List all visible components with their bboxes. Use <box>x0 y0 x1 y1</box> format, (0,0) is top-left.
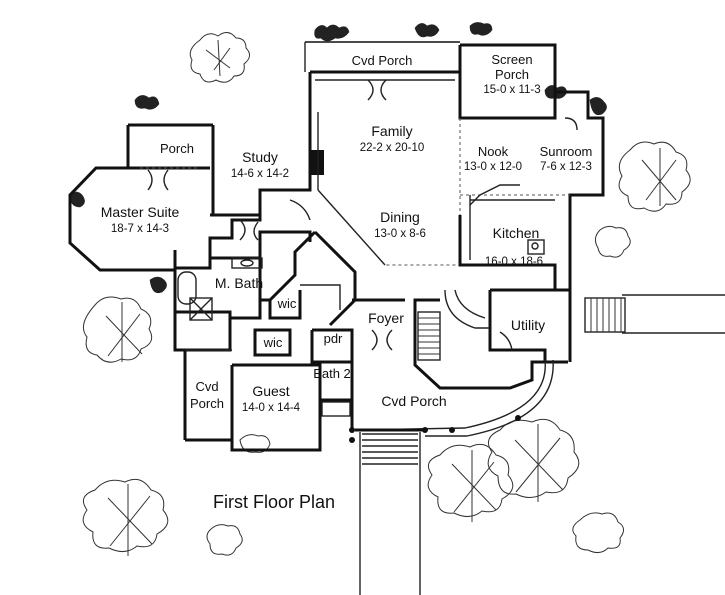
room-name: Nook <box>478 144 509 159</box>
room-name: Study <box>242 149 278 165</box>
room-name: Utility <box>511 317 545 333</box>
shower <box>189 297 213 321</box>
room-size: 15-0 x 11-3 <box>483 84 540 96</box>
room-size: 7-6 x 12-3 <box>540 161 592 173</box>
room-name: pdr <box>324 331 343 346</box>
room-name: Cvd <box>195 379 218 394</box>
tree-left-mid <box>69 95 167 294</box>
room-utility: Utility <box>511 317 545 333</box>
tree-bottom-left <box>82 478 243 556</box>
room-guest: Guest 14-0 x 14-4 <box>242 383 301 414</box>
room-name: Screen <box>491 52 532 67</box>
room-labels: Cvd Porch Screen Porch 15-0 x 11-3 Famil… <box>101 52 593 414</box>
room-cvd-porch-left: Cvd Porch <box>190 379 224 411</box>
room-bath2: Bath 2 <box>313 366 351 381</box>
tree-left <box>82 296 153 363</box>
tree-right-lower <box>594 225 631 258</box>
room-family: Family 22-2 x 20-10 <box>360 123 425 154</box>
tree-bottom-right <box>487 418 624 554</box>
tree-right <box>618 141 691 212</box>
fixtures <box>147 79 578 443</box>
doors <box>147 79 513 351</box>
plan-title: First Floor Plan <box>213 492 335 512</box>
room-master-suite: Master Suite 18-7 x 14-3 <box>101 204 180 235</box>
room-size: 16-0 x 18-6 <box>485 256 543 268</box>
tree-top-mid <box>314 22 493 42</box>
room-kitchen: Kitchen 16-0 x 18-6 <box>485 225 543 268</box>
vanity <box>231 257 263 269</box>
columns <box>349 415 521 443</box>
room-name: Cvd Porch <box>381 393 446 409</box>
room-name: Cvd Porch <box>352 53 413 68</box>
room-cvd-porch-front: Cvd Porch <box>381 393 446 409</box>
room-name: Foyer <box>368 310 404 326</box>
room-name-line2: Porch <box>190 396 224 411</box>
side-stair <box>584 297 626 333</box>
room-cvd-porch-top: Cvd Porch <box>352 53 413 68</box>
bath2-tub <box>321 401 351 417</box>
tree-bottom-center <box>239 434 514 522</box>
tree-top-left <box>189 32 250 83</box>
room-sunroom: Sunroom 7-6 x 12-3 <box>540 144 593 173</box>
main-stair <box>417 289 490 361</box>
room-m-bath: M. Bath <box>215 275 263 291</box>
room-name: M. Bath <box>215 275 263 291</box>
interior-walls <box>128 72 570 440</box>
landscaping <box>69 22 691 556</box>
room-name: Master Suite <box>101 204 180 220</box>
room-name: Porch <box>160 141 194 156</box>
room-name: Sunroom <box>540 144 593 159</box>
room-size: 13-0 x 12-0 <box>464 161 522 173</box>
room-screen-porch: Screen Porch 15-0 x 11-3 <box>483 52 540 96</box>
room-name: wic <box>277 296 297 311</box>
room-name: wic <box>263 335 283 350</box>
room-size: 22-2 x 20-10 <box>360 142 425 154</box>
room-name-line2: Porch <box>495 67 529 82</box>
kitchen-island <box>527 239 545 255</box>
room-size: 14-6 x 14-2 <box>231 168 289 180</box>
room-name: Family <box>371 123 412 139</box>
room-foyer: Foyer <box>368 310 404 326</box>
room-study: Study 14-6 x 14-2 <box>231 149 289 180</box>
room-name: Kitchen <box>493 225 540 241</box>
room-porch-left: Porch <box>160 141 194 156</box>
room-dining: Dining 13-0 x 8-6 <box>374 209 426 240</box>
sunroom-door <box>564 117 578 131</box>
room-wic-2: wic <box>263 335 283 350</box>
room-size: 14-0 x 14-4 <box>242 402 301 414</box>
room-pdr: pdr <box>324 331 343 346</box>
room-nook: Nook 13-0 x 12-0 <box>464 144 522 173</box>
room-name: Guest <box>252 383 289 399</box>
room-size: 18-7 x 14-3 <box>111 223 169 235</box>
walkways <box>359 294 725 595</box>
fireplace <box>310 112 324 190</box>
room-size: 13-0 x 8-6 <box>374 228 426 240</box>
room-name: Dining <box>380 209 420 225</box>
master-tub <box>177 271 197 305</box>
room-name: Bath 2 <box>313 366 351 381</box>
room-wic-1: wic <box>277 296 297 311</box>
